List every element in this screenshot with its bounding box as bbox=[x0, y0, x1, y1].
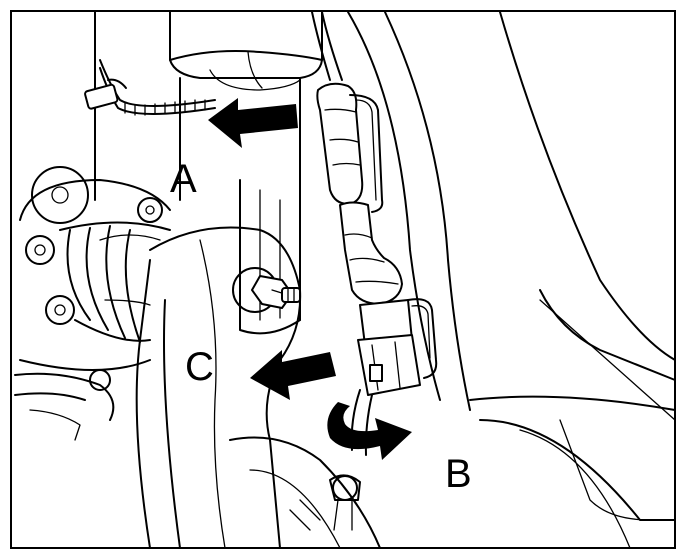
cable-bracket bbox=[84, 59, 216, 116]
rotate-arrow-icon bbox=[327, 402, 412, 460]
sensor-cable bbox=[311, 11, 438, 531]
callout-b: B bbox=[445, 452, 472, 496]
callout-c: C bbox=[185, 345, 214, 389]
callout-a: A bbox=[170, 157, 197, 201]
strut-assembly bbox=[94, 11, 676, 549]
arrow-left-icon bbox=[208, 98, 298, 148]
steering-knuckle bbox=[135, 226, 381, 549]
arrow-left-icon bbox=[250, 350, 336, 400]
